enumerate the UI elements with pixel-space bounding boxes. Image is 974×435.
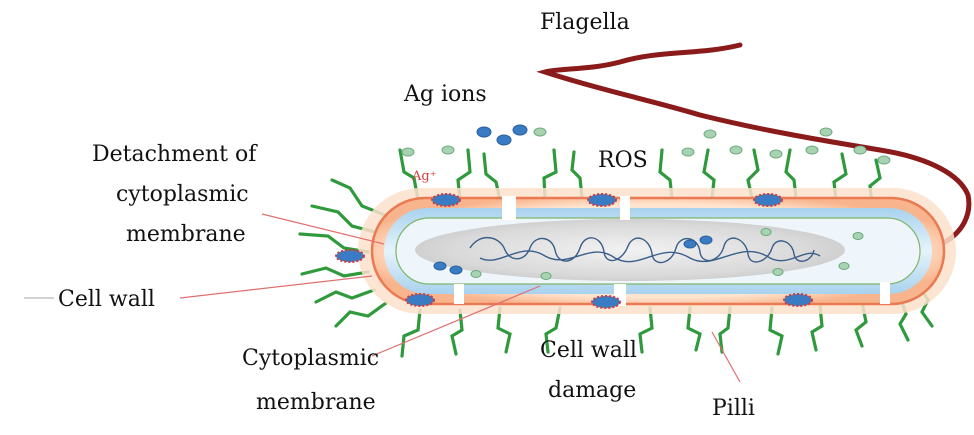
label-pilli: Pilli — [712, 394, 755, 424]
ros-particle-icon — [878, 156, 890, 164]
ros-particle-icon — [854, 146, 866, 154]
pilus-icon — [302, 268, 368, 276]
damage-site-icon — [784, 294, 812, 306]
ag-ion-particle-icon — [497, 135, 511, 145]
pilus-icon — [688, 308, 700, 350]
pilus-icon — [770, 308, 782, 354]
ros-particle-icon — [773, 269, 783, 276]
damage-site-icon — [336, 250, 364, 262]
ros-particle-icon — [402, 148, 414, 156]
pilus-icon — [498, 308, 510, 352]
label-cell-wall: Cell wall — [58, 285, 155, 315]
damage-site-icon — [588, 194, 616, 206]
label-ag-ions: Ag ions — [404, 80, 487, 110]
label-cell-wall-damage-line2: damage — [548, 376, 636, 406]
ag-ion-particle-icon — [513, 125, 527, 135]
ag-ion-particle-icon — [450, 266, 462, 274]
ros-particle-icon — [534, 128, 546, 136]
pilus-icon — [720, 308, 730, 352]
ros-particle-icon — [853, 233, 863, 240]
ros-particle-icon — [806, 146, 818, 154]
label-cytoplasmic-line2: membrane — [256, 388, 376, 418]
ag-ion-particle-icon — [477, 127, 491, 137]
label-detachment-line3: membrane — [126, 220, 246, 250]
ros-particle-icon — [761, 229, 771, 236]
label-cell-wall-damage-line1: Cell wall — [540, 336, 637, 366]
ros-particle-icon — [770, 150, 782, 158]
ag-ion-particle-icon — [700, 236, 712, 244]
pilus-icon — [316, 290, 374, 302]
pilus-icon — [402, 310, 420, 356]
damage-site-icon — [406, 294, 434, 306]
damage-site-icon — [432, 194, 460, 206]
label-flagella: Flagella — [540, 8, 630, 38]
damage-site-icon — [754, 194, 782, 206]
ros-particle-icon — [839, 263, 849, 270]
leader-pilli — [712, 332, 740, 382]
label-ros: ROS — [598, 146, 648, 176]
ros-particle-icon — [820, 128, 832, 136]
pilus-icon — [452, 310, 462, 354]
label-cytoplasmic-line1: Cytoplasmic — [242, 344, 379, 374]
pilus-icon — [300, 234, 368, 252]
ag-ion-particle-icon — [434, 262, 446, 270]
ros-particle-icon — [704, 130, 716, 138]
ros-particle-icon — [730, 146, 742, 154]
label-detachment-line1: Detachment of — [92, 140, 256, 170]
ros-particle-icon — [471, 271, 481, 278]
ag-ion-particle-icon — [684, 240, 696, 248]
ros-particle-icon — [541, 273, 551, 280]
ros-particle-icon — [442, 146, 454, 154]
pilus-icon — [640, 308, 652, 352]
label-ag-plus: Ag⁺ — [412, 168, 437, 186]
ros-particle-icon — [682, 148, 694, 156]
pilus-icon — [336, 303, 386, 326]
damage-site-icon — [592, 296, 620, 308]
label-detachment-line2: cytoplasmic — [116, 180, 249, 210]
